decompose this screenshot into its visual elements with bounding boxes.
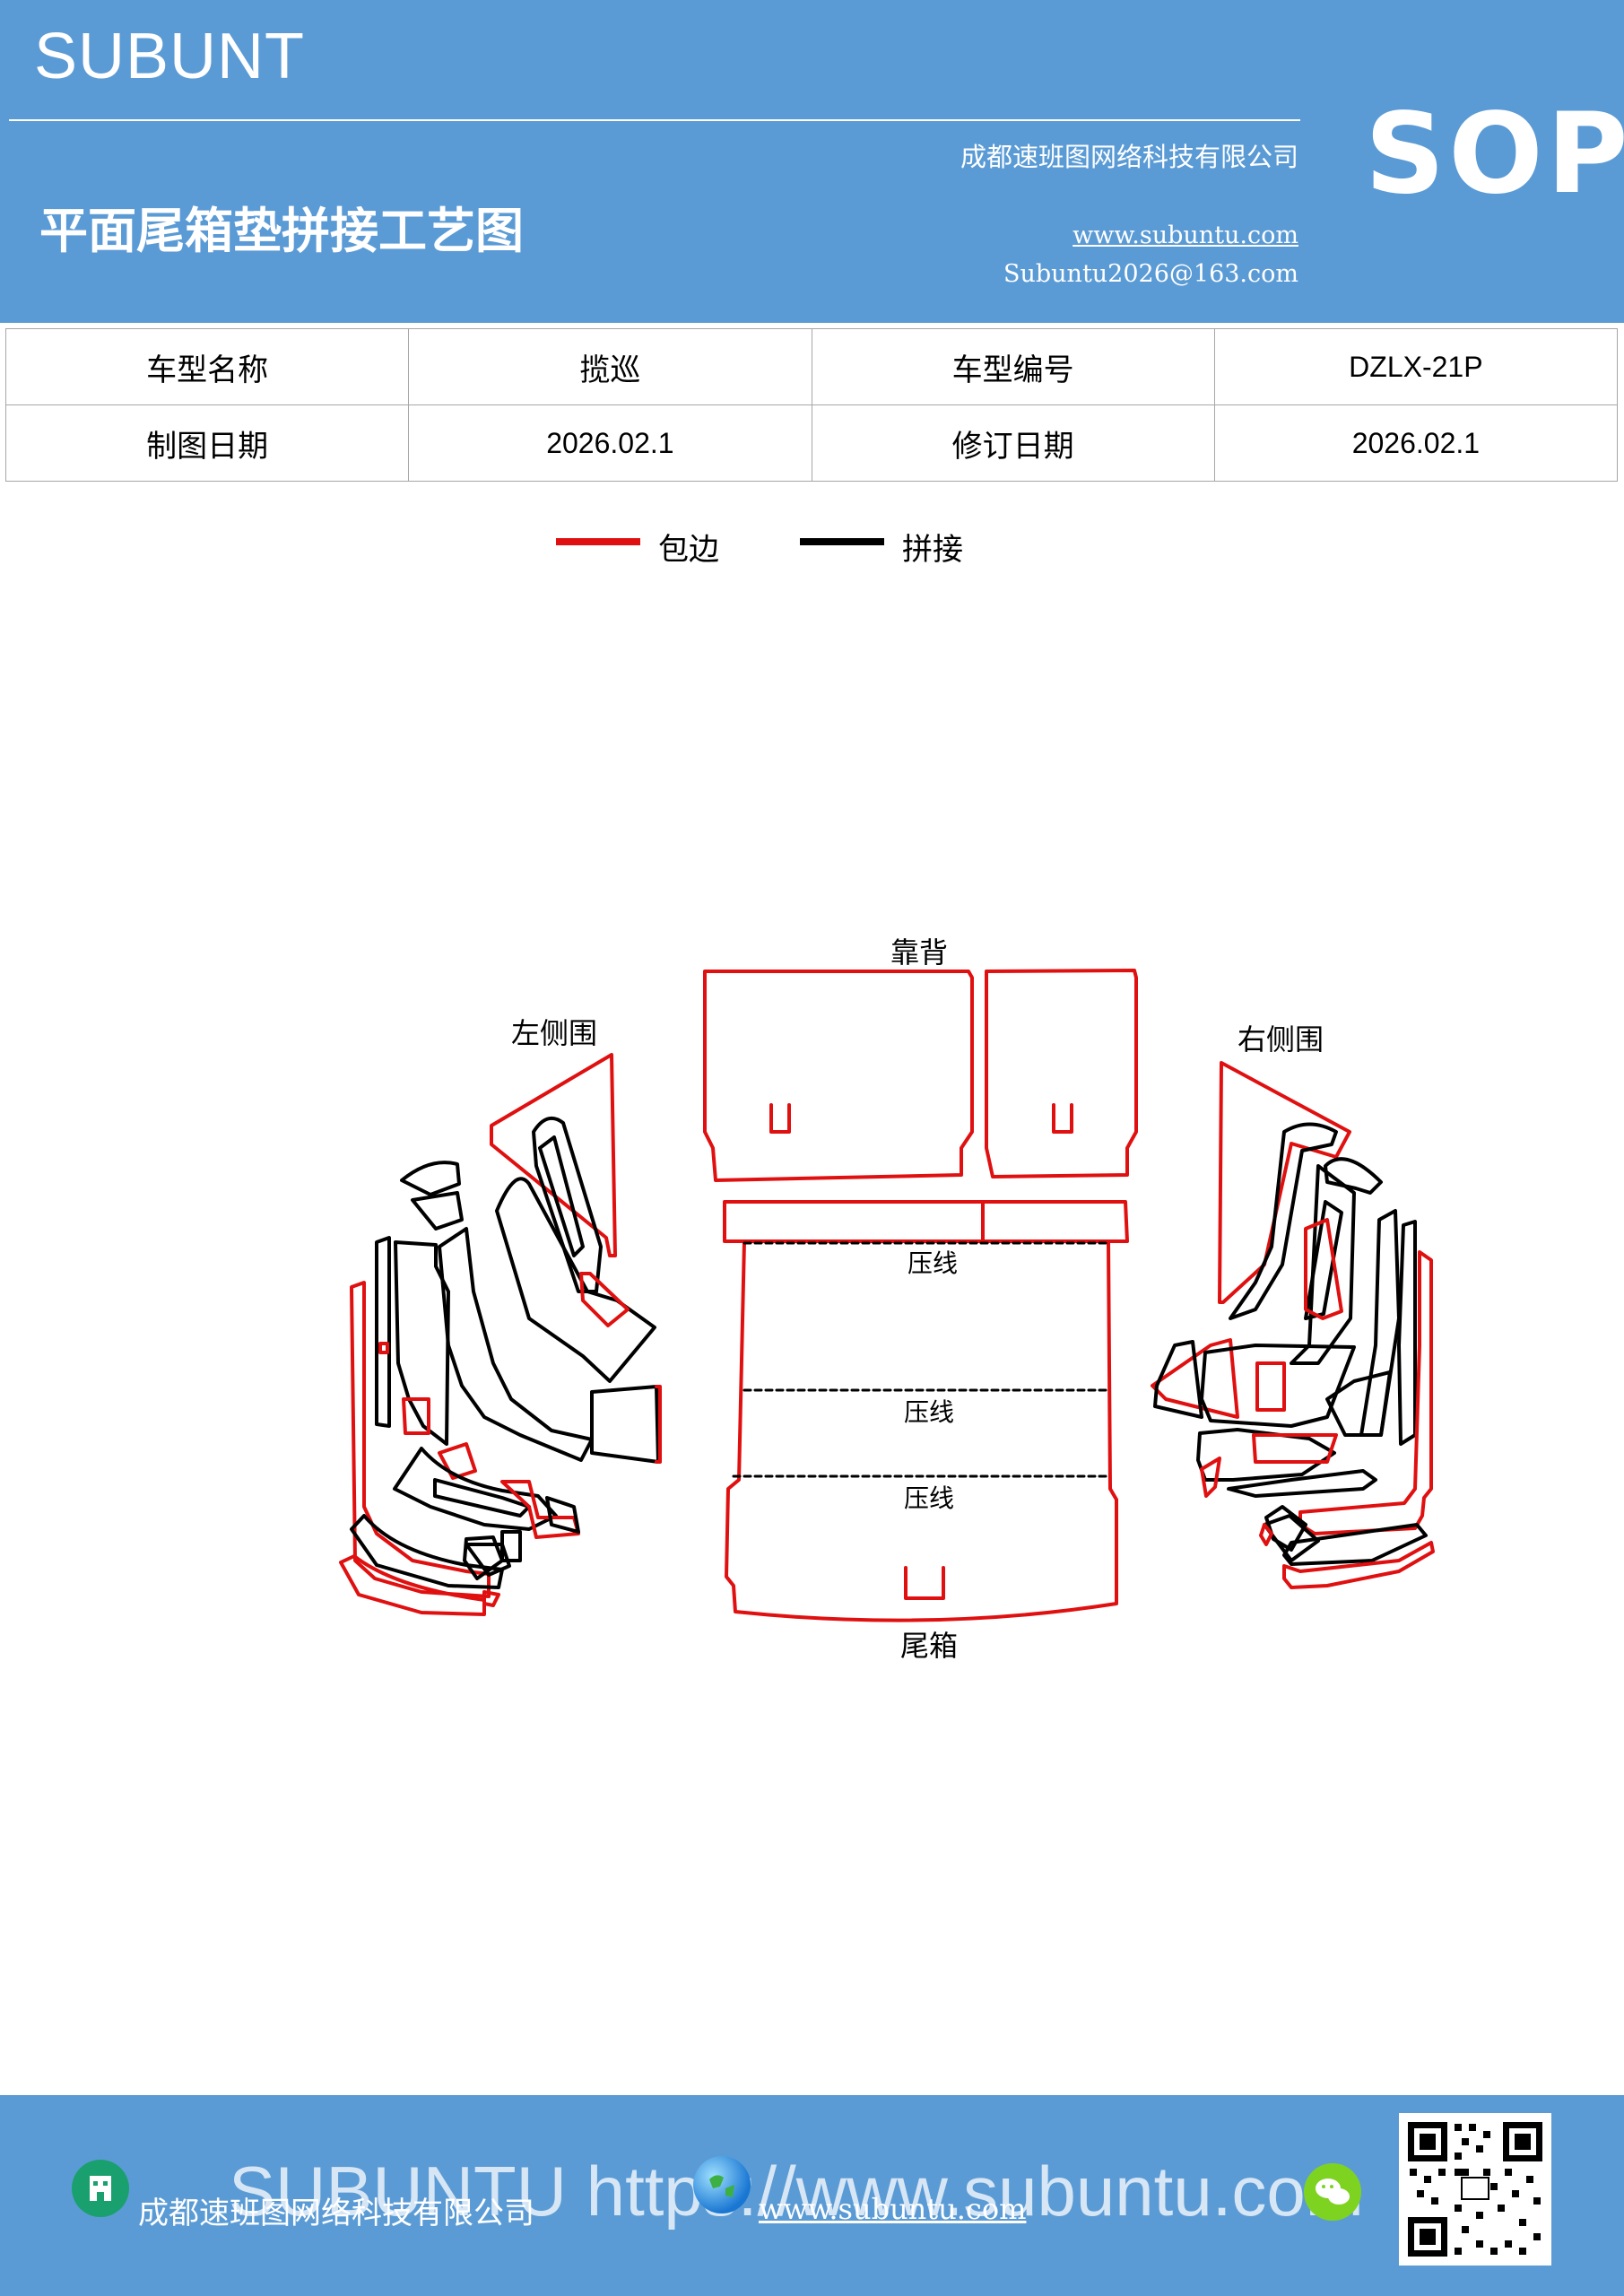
trunk-slot	[904, 1566, 945, 1600]
legend-swatch-edge	[556, 538, 640, 545]
left-trapezoid-piece	[590, 1385, 660, 1464]
footer-website-link[interactable]: www.subuntu.com	[759, 2192, 1027, 2226]
qr-code	[1399, 2113, 1551, 2266]
label-press-line-2: 压线	[904, 1397, 954, 1427]
label-backrest: 靠背	[890, 935, 948, 970]
backrest-right-slot	[1052, 1103, 1073, 1134]
legend-label-splice: 拼接	[902, 532, 963, 568]
label-press-line-3: 压线	[904, 1483, 954, 1513]
legend-label-edge: 包边	[658, 532, 719, 568]
footer-watermark: SUBUNTU https://www.subuntu.com	[229, 2152, 1364, 2231]
footer-company: 成都速班图网络科技有限公司	[138, 2196, 534, 2231]
table-row: 制图日期 2026.02.1 修订日期 2026.02.1	[4, 404, 1619, 482]
label-left-side: 左侧围	[511, 1016, 597, 1050]
page-title: 平面尾箱垫拼接工艺图	[39, 203, 524, 259]
label-trunk: 尾箱	[900, 1629, 958, 1659]
table-cell: 制图日期	[4, 404, 410, 482]
email-address: Subuntu2026@163.com	[1003, 260, 1298, 288]
header-divider	[9, 119, 1300, 121]
legend: 包边 拼接	[556, 525, 1004, 570]
backrest-left-panel	[703, 970, 974, 1182]
trunk-mat-diagram: 靠背 左侧围 右侧围 压线 压线 压线 尾箱	[339, 935, 1435, 1659]
table-row: 车型名称 揽巡 车型编号 DZLX-21P	[4, 328, 1619, 405]
trunk-floor-strip	[723, 1200, 1129, 1243]
website-link[interactable]: www.subuntu.com	[1073, 222, 1298, 249]
backrest-right-panel	[985, 969, 1138, 1178]
table-cell: 车型名称	[4, 328, 410, 405]
table-cell: DZLX-21P	[1213, 328, 1619, 405]
info-table: 车型名称 揽巡 车型编号 DZLX-21P 制图日期 2026.02.1 修订日…	[4, 328, 1619, 482]
left-side-top-piece	[490, 1053, 617, 1257]
header-banner	[0, 0, 1624, 323]
table-cell: 2026.02.1	[1213, 404, 1619, 482]
company-name: 成都速班图网络科技有限公司	[960, 142, 1298, 172]
legend-swatch-splice	[800, 538, 884, 545]
table-cell: 车型编号	[811, 328, 1215, 405]
globe-icon	[693, 2156, 751, 2213]
table-cell: 揽巡	[408, 328, 812, 405]
table-cell: 修订日期	[811, 404, 1215, 482]
building-icon	[72, 2160, 129, 2217]
table-cell: 2026.02.1	[408, 404, 812, 482]
backrest-left-slot	[769, 1103, 791, 1134]
sop-badge: SOP	[1365, 90, 1624, 219]
wechat-icon[interactable]	[1304, 2163, 1361, 2221]
trunk-floor-main	[725, 1239, 1118, 1622]
label-right-side: 右侧围	[1238, 1022, 1324, 1057]
brand-name: SUBUNT	[34, 21, 306, 92]
label-press-line-1: 压线	[908, 1248, 958, 1278]
